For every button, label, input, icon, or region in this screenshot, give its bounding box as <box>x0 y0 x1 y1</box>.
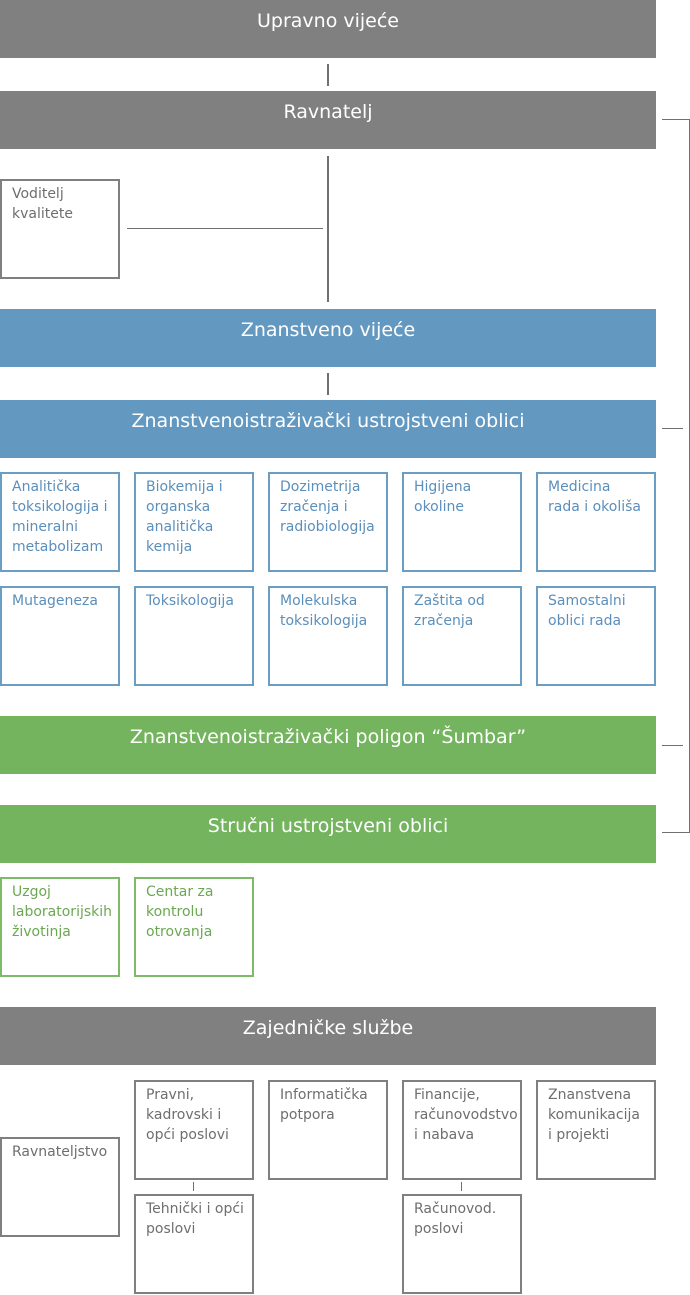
box-label: Mutageneza <box>12 593 98 609</box>
bar-label: Znanstvenoistraživački ustrojstveni obli… <box>131 410 525 432</box>
box-label: Financije, računovodstvo i nabava <box>414 1087 518 1143</box>
unit-samostalni-oblici: Samostalni oblici rada <box>536 586 656 686</box>
unit-toksikologija: Toksikologija <box>134 586 254 686</box>
box-label: Higijena okoline <box>414 479 472 515</box>
service-ravnateljstvo: Ravnateljstvo <box>0 1137 120 1237</box>
unit-dozimetrija: Dozimetrija zračenja i radiobiologija <box>268 472 388 572</box>
unit-zastita-od-zracenja: Zaštita od zračenja <box>402 586 522 686</box>
service-tehnicki: Tehnički i opći poslovi <box>134 1194 254 1294</box>
bar-poligon-sumbar: Znanstvenoistraživački poligon “Šumbar” <box>0 716 656 774</box>
connector-ravnatelj-znanstveno <box>327 156 329 302</box>
unit-mutageneza: Mutageneza <box>0 586 120 686</box>
service-pravni: Pravni, kadrovski i opći poslovi <box>134 1080 254 1180</box>
service-financije: Financije, računovodstvo i nabava <box>402 1080 522 1180</box>
service-racunovod: Računovod. poslovi <box>402 1194 522 1294</box>
box-label: Informatička potpora <box>280 1087 368 1123</box>
box-label: Tehnički i opći poslovi <box>146 1201 244 1237</box>
unit-biokemija: Biokemija i organska analitička kemija <box>134 472 254 572</box>
bracket-bottom <box>662 832 690 833</box>
bar-label: Ravnatelj <box>283 101 373 123</box>
box-label: Biokemija i organska analitička kemija <box>146 479 223 555</box>
box-label: Analitička toksikologija i mineralni met… <box>12 479 108 555</box>
bar-label: Stručni ustrojstveni oblici <box>207 815 449 837</box>
box-label: Uzgoj laboratorijskih životinja <box>12 884 113 940</box>
bracket-top <box>662 119 690 120</box>
service-informaticka: Informatička potpora <box>268 1080 388 1180</box>
connector-znanstveno-ustroj <box>327 373 329 395</box>
unit-medicina-rada: Medicina rada i okoliša <box>536 472 656 572</box>
unit-analiticka-toksikologija: Analitička toksikologija i mineralni met… <box>0 472 120 572</box>
bracket-tick-poligon <box>662 745 683 746</box>
bar-zajednicke-sluzbe: Zajedničke službe <box>0 1007 656 1065</box>
connector-financije-racunovod <box>461 1182 462 1191</box>
box-label: Ravnateljstvo <box>12 1144 108 1160</box>
box-label: Računovod. poslovi <box>414 1201 497 1237</box>
bar-upravno-vijece: Upravno vijeće <box>0 0 656 58</box>
bar-label: Zajedničke službe <box>242 1017 414 1039</box>
box-label: Medicina rada i okoliša <box>548 479 641 515</box>
box-label: Pravni, kadrovski i opći poslovi <box>146 1087 229 1143</box>
box-label: Molekulska toksikologija <box>280 593 368 629</box>
box-voditelj-kvalitete: Voditelj kvalitete <box>0 179 120 279</box>
box-label: Toksikologija <box>146 593 234 609</box>
bar-label: Znanstveno vijeće <box>240 319 416 341</box>
unit-uzgoj-zivotinja: Uzgoj laboratorijskih životinja <box>0 877 120 977</box>
bar-znanstvenoistrazivacki-ustroj: Znanstvenoistraživački ustrojstveni obli… <box>0 400 656 458</box>
box-label: Voditelj kvalitete <box>12 186 73 222</box>
unit-centar-otrovanja: Centar za kontrolu otrovanja <box>134 877 254 977</box>
connector-pravni-tehnicki <box>193 1182 194 1191</box>
bar-znanstveno-vijece: Znanstveno vijeće <box>0 309 656 367</box>
unit-molekulska-toksikologija: Molekulska toksikologija <box>268 586 388 686</box>
unit-higijena-okoline: Higijena okoline <box>402 472 522 572</box>
box-label: Zaštita od zračenja <box>414 593 485 629</box>
connector-voditelj <box>127 228 323 229</box>
box-label: Samostalni oblici rada <box>548 593 626 629</box>
box-label: Znanstvena komunikacija i projekti <box>548 1087 640 1143</box>
bracket-tick-ustroj <box>662 428 683 429</box>
connector-upravno-ravnatelj <box>327 64 329 86</box>
box-label: Dozimetrija zračenja i radiobiologija <box>280 479 375 535</box>
bar-strucni-ustroj: Stručni ustrojstveni oblici <box>0 805 656 863</box>
box-label: Centar za kontrolu otrovanja <box>146 884 214 940</box>
bar-label: Upravno vijeće <box>257 10 399 32</box>
bar-label: Znanstvenoistraživački poligon “Šumbar” <box>129 726 527 748</box>
service-znanstvena-komunikacija: Znanstvena komunikacija i projekti <box>536 1080 656 1180</box>
bar-ravnatelj: Ravnatelj <box>0 91 656 149</box>
